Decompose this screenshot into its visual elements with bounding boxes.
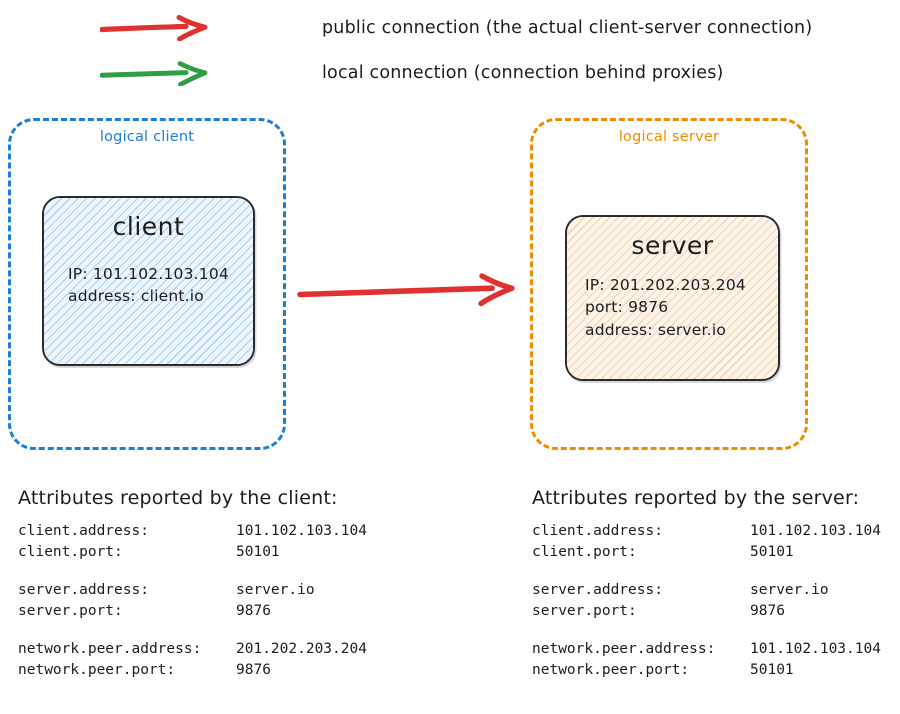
attr-value: 101.102.103.104 <box>750 641 881 658</box>
attr-key: server.port: <box>18 603 123 620</box>
attr-value: 101.102.103.104 <box>236 523 367 539</box>
attr-value: 9876 <box>236 603 271 620</box>
table-row: server.port: 9876 <box>532 601 900 622</box>
legend-row-local: local connection (connection behind prox… <box>99 60 860 87</box>
attr-value: 9876 <box>750 603 785 620</box>
server-node-attr-port: port: 9876 <box>585 298 669 317</box>
server-node-attributes: IP: 201.202.203.204 port: 9876 address: … <box>567 274 746 341</box>
attr-value: 50101 <box>750 662 794 679</box>
table-row: server.address: server.io <box>18 580 438 601</box>
attr-key: network.peer.port: <box>532 662 690 679</box>
legend-label-public: public connection (the actual client-ser… <box>322 18 813 38</box>
server-node: server IP: 201.202.203.204 port: 9876 ad… <box>565 215 780 381</box>
attr-value: 50101 <box>236 544 280 561</box>
client-attributes-block: Attributes reported by the client: clien… <box>18 487 438 698</box>
attr-value: 201.202.203.204 <box>236 641 367 658</box>
server-attributes-heading: Attributes reported by the server: <box>532 487 860 509</box>
attr-key: server.address: <box>532 582 663 599</box>
attr-value: 50101 <box>750 544 794 561</box>
server-node-attr-address: address: server.io <box>585 320 727 339</box>
client-node-attr-address: address: client.io <box>68 287 204 306</box>
client-attributes-group-network-peer: network.peer.address: 201.202.203.204 ne… <box>18 639 438 681</box>
logical-client-container: logical client <box>8 118 286 450</box>
client-node-title: client <box>112 212 185 241</box>
local-connection-arrow-icon <box>99 60 212 87</box>
client-node: client IP: 101.102.103.104 address: clie… <box>42 196 255 366</box>
logical-server-caption: logical server <box>618 129 720 145</box>
server-node-hatch <box>567 217 778 379</box>
legend-row-public: public connection (the actual client-ser… <box>99 15 860 42</box>
attr-key: server.port: <box>532 603 637 620</box>
table-row: server.port: 9876 <box>18 601 438 622</box>
table-row: client.address: 101.102.103.104 <box>532 521 900 542</box>
table-row: network.peer.address: 201.202.203.204 <box>18 639 438 660</box>
table-row: network.peer.address: 101.102.103.104 <box>532 639 900 660</box>
table-row: network.peer.port: 50101 <box>532 660 900 681</box>
server-attributes-block: Attributes reported by the server: clien… <box>532 487 900 698</box>
client-attributes-group-client: client.address: 101.102.103.104 client.p… <box>18 521 438 563</box>
attr-key: client.port: <box>532 544 637 561</box>
table-row: client.port: 50101 <box>18 542 438 563</box>
attr-key: client.port: <box>18 544 123 561</box>
attr-value: 9876 <box>236 662 271 679</box>
table-row: client.port: 50101 <box>532 542 900 563</box>
server-node-attr-ip: IP: 201.202.203.204 <box>585 276 746 294</box>
attr-key: network.peer.port: <box>18 662 176 679</box>
client-node-hatch <box>44 198 253 364</box>
logical-client-caption: logical client <box>99 129 195 145</box>
client-node-attr-ip: IP: 101.102.103.104 <box>68 265 229 283</box>
table-row: network.peer.port: 9876 <box>18 660 438 681</box>
attr-key: server.address: <box>18 582 149 599</box>
server-attributes-group-network-peer: network.peer.address: 101.102.103.104 ne… <box>532 639 900 681</box>
attr-key: client.address: <box>18 523 149 539</box>
server-attributes-group-server: server.address: server.io server.port: 9… <box>532 580 900 622</box>
legend-label-local: local connection (connection behind prox… <box>322 63 724 83</box>
attr-key: network.peer.address: <box>18 641 202 658</box>
client-attributes-group-server: server.address: server.io server.port: 9… <box>18 580 438 622</box>
attr-value: server.io <box>750 582 829 599</box>
attr-value: 101.102.103.104 <box>750 523 881 539</box>
client-node-attributes: IP: 101.102.103.104 address: client.io <box>44 263 229 308</box>
public-connection-arrow-main-icon <box>296 268 520 314</box>
attr-value: server.io <box>236 582 315 599</box>
server-attributes-group-client: client.address: 101.102.103.104 client.p… <box>532 521 900 563</box>
table-row: client.address: 101.102.103.104 <box>18 521 438 542</box>
table-row: server.address: server.io <box>532 580 900 601</box>
client-attributes-heading: Attributes reported by the client: <box>18 487 338 509</box>
logical-server-container: logical server <box>530 118 808 450</box>
server-node-title: server <box>631 231 714 260</box>
public-connection-arrow-icon <box>99 15 212 42</box>
attr-key: client.address: <box>532 523 663 539</box>
attr-key: network.peer.address: <box>532 641 716 658</box>
